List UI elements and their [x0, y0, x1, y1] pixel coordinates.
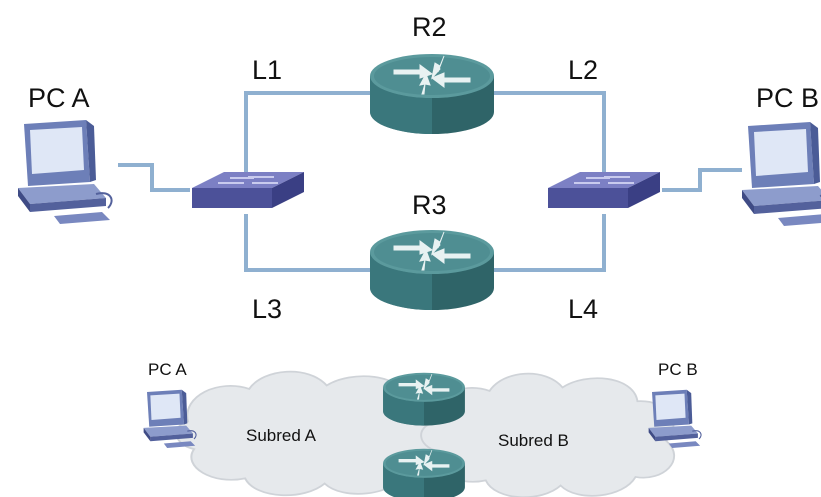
pc-a-computer-icon — [17, 119, 113, 225]
link-pc-a-switch — [118, 163, 190, 192]
router-lower-small-icon — [382, 448, 466, 497]
router-r3-label: R3 — [412, 190, 447, 220]
pc-b-computer-icon — [741, 121, 821, 227]
link-l1-label: L1 — [252, 55, 282, 85]
subnet-a-label: Subred A — [246, 426, 317, 445]
link-l3 — [244, 214, 372, 272]
network-links — [118, 91, 742, 272]
link-switch-pc-b — [662, 168, 742, 192]
router-r2-icon — [369, 53, 495, 135]
link-l2-label: L2 — [568, 55, 598, 85]
top-diagram: PC A PC B R2 R3 L1 L2 L3 L4 — [17, 12, 821, 324]
bottom-diagram: Subred A Subred B PC A PC B — [143, 360, 702, 497]
link-l1 — [244, 91, 372, 178]
switch-right-icon — [547, 171, 661, 209]
router-r3-icon — [369, 229, 495, 311]
link-l4 — [492, 214, 606, 272]
switch-left-icon — [191, 171, 305, 209]
link-l2 — [492, 91, 606, 178]
pc-b-label: PC B — [756, 83, 819, 113]
router-upper-small-icon — [382, 372, 466, 426]
link-l3-label: L3 — [252, 294, 282, 324]
router-r2-label: R2 — [412, 12, 447, 42]
pc-b-small-label: PC B — [658, 360, 698, 379]
pc-a-label: PC A — [28, 83, 90, 113]
subnet-b-label: Subred B — [498, 431, 569, 450]
pc-a-small-label: PC A — [148, 360, 187, 379]
link-l4-label: L4 — [568, 294, 598, 324]
pc-b-small-computer-icon — [648, 389, 702, 449]
